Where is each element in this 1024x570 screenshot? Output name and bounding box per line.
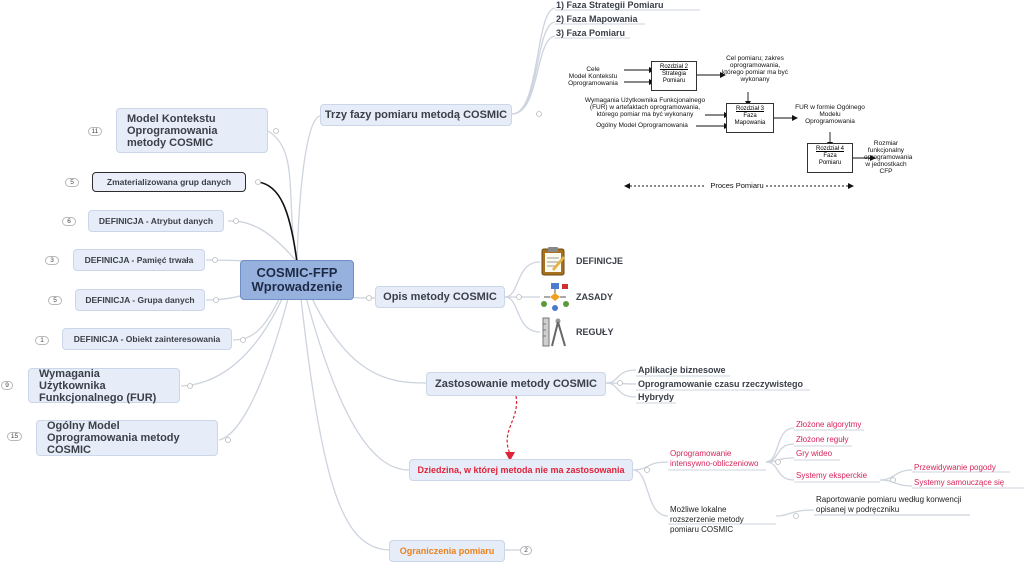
topic-wymagania-fur[interactable]: Wymagania Użytkownika Funkcjonalnego (FU… bbox=[28, 368, 180, 404]
diagram-inputs-2: Wymagania Użytkownika Funkcjonalnego (FU… bbox=[584, 97, 706, 118]
collapse-badge[interactable]: 15 bbox=[7, 432, 22, 441]
diagram-output-3: Rozmiar funkcjonalny oprogramowania w je… bbox=[864, 140, 913, 175]
zastosowanie-item-3[interactable]: Hybrydy bbox=[638, 392, 675, 402]
central-title-line1: COSMIC-FFP bbox=[256, 265, 338, 280]
collapse-badge[interactable]: 6 bbox=[62, 217, 76, 226]
topic-zmaterializowana-grupa[interactable]: Zmaterializowana grup danych bbox=[92, 172, 246, 192]
collapse-badge[interactable]: 1 bbox=[35, 336, 49, 345]
diagram-inputs-1: Cele Model Kontekstu Oprogramowania bbox=[568, 66, 618, 87]
diagram-inputs-2b: Ogólny Model Oprogramowania bbox=[596, 122, 688, 129]
collapse-badge[interactable]: 5 bbox=[65, 178, 79, 187]
item-zlozone-reguly[interactable]: Złożone reguły bbox=[796, 435, 849, 444]
topic-ograniczenia[interactable]: Ograniczenia pomiaru bbox=[389, 540, 505, 562]
topic-definicja-obiekt[interactable]: DEFINICJA - Obiekt zainteresowania bbox=[62, 328, 232, 350]
item-zlozone-algorytmy[interactable]: Złożone algorytmy bbox=[796, 420, 862, 429]
collapse-badge[interactable]: 5 bbox=[48, 296, 62, 305]
note-raportowanie[interactable]: Raportowanie pomiaru według konwencji op… bbox=[816, 495, 962, 514]
topic-zastosowanie[interactable]: Zastosowanie metody COSMIC bbox=[426, 372, 606, 396]
opis-item-zasady[interactable]: ZASADY bbox=[576, 292, 614, 302]
collapse-badge[interactable]: 9 bbox=[1, 381, 13, 390]
item-systemy-samouczace[interactable]: Systemy samouczące się bbox=[914, 478, 1005, 487]
phase-item-1[interactable]: 1) Faza Strategii Pomiaru bbox=[556, 0, 664, 10]
opis-item-definicje[interactable]: DEFINICJE bbox=[576, 256, 624, 266]
phase-item-3[interactable]: 3) Faza Pomiaru bbox=[556, 28, 626, 38]
diagram-box-pomiar: Rozdział 4 Faza Pomiaru bbox=[807, 143, 853, 173]
diagram-box-mapowanie: Rozdział 3 Faza Mapowania bbox=[726, 103, 774, 133]
diagram-output-2: FUR w formie Ogólnego Modelu Oprogramowa… bbox=[795, 104, 865, 125]
topic-trzy-fazy[interactable]: Trzy fazy pomiaru metodą COSMIC bbox=[320, 104, 512, 126]
topic-definicja-grupa[interactable]: DEFINICJA - Grupa danych bbox=[75, 289, 205, 311]
topic-definicja-pamiec[interactable]: DEFINICJA - Pamięć trwała bbox=[73, 249, 205, 271]
flowchart-icon bbox=[540, 282, 570, 312]
diagram-box-strategia: Rozdział 2 Strategia Pomiaru bbox=[651, 61, 697, 91]
drafting-tools-icon bbox=[540, 316, 568, 348]
item-gry-wideo[interactable]: Gry wideo bbox=[796, 449, 833, 458]
collapse-badge[interactable]: 11 bbox=[88, 127, 102, 136]
zastosowanie-item-1[interactable]: Aplikacje biznesowe bbox=[638, 365, 726, 375]
central-topic[interactable]: COSMIC-FFP Wprowadzenie bbox=[240, 260, 354, 300]
branch-intensywno-obliczeniowo[interactable]: Oprogramowanie intensywno-obliczeniowo bbox=[670, 449, 759, 468]
topic-opis-metody[interactable]: Opis metody COSMIC bbox=[375, 286, 505, 308]
topic-model-kontekstu[interactable]: Model Kontekstu Oprogramowania metody CO… bbox=[116, 108, 268, 153]
branch-lokalne-rozszerzenie[interactable]: Możliwe lokalne rozszerzenie metody pomi… bbox=[670, 505, 744, 534]
opis-item-reguly[interactable]: REGUŁY bbox=[576, 327, 614, 337]
collapse-badge[interactable]: 2 bbox=[520, 546, 532, 555]
item-przewidywanie-pogody[interactable]: Przewidywanie pogody bbox=[914, 463, 996, 472]
diagram-output-1: Cel pomiaru; zakres oprogramowania, któr… bbox=[721, 55, 789, 83]
central-title-line2: Wprowadzenie bbox=[251, 279, 343, 294]
topic-dziedzina[interactable]: Dziedzina, w której metoda nie ma zastos… bbox=[409, 459, 633, 481]
zastosowanie-item-2[interactable]: Oprogramowanie czasu rzeczywistego bbox=[638, 379, 804, 389]
collapse-badge[interactable]: 3 bbox=[45, 256, 59, 265]
phase-item-2[interactable]: 2) Faza Mapowania bbox=[556, 14, 638, 24]
clipboard-icon bbox=[540, 246, 566, 276]
diagram-process-label: Proces Pomiaru bbox=[710, 181, 764, 190]
topic-ogolny-model[interactable]: Ogólny Model Oprogramowania metody COSMI… bbox=[36, 420, 218, 456]
topic-definicja-atrybut[interactable]: DEFINICJA - Atrybut danych bbox=[88, 210, 224, 232]
item-systemy-eksperckie[interactable]: Systemy eksperckie bbox=[796, 471, 868, 480]
